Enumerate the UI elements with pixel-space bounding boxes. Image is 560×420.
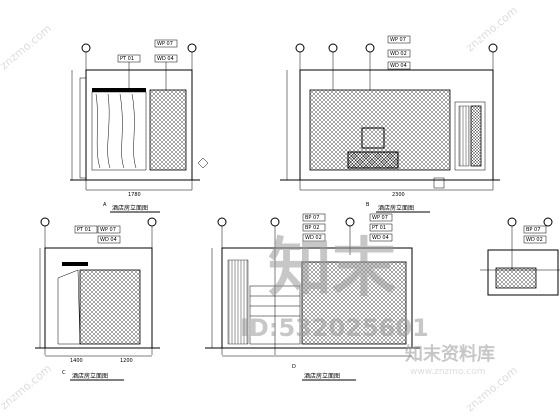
watermark-id: ID:532025601 bbox=[240, 314, 429, 342]
title-elevation-a: 酒店房立面图 bbox=[112, 204, 148, 212]
tag-wd02-e: WD 02 bbox=[526, 237, 543, 243]
elevation-d: BP 07 BP 02 WD 02 WP 07 PT 01 WD 04 D 酒店… bbox=[205, 213, 420, 381]
title-elevation-d: 酒店房立面图 bbox=[304, 372, 340, 380]
tag-wd04-a: WD 04 bbox=[157, 56, 174, 62]
title-elevation-c: 酒店房立面图 bbox=[72, 372, 108, 380]
watermark-layer: znzmo.com znzmo.com znzmo.com znzmo.com … bbox=[0, 4, 520, 414]
tag-bp07-d: BP 07 bbox=[305, 215, 319, 221]
tag-pt01-d: PT 01 bbox=[372, 225, 386, 231]
label-b-letter: B bbox=[366, 202, 370, 208]
tag-bp02-d: BP 02 bbox=[305, 225, 319, 231]
watermark-brand-url: www.znzmo.com bbox=[410, 367, 485, 377]
svg-text:1780: 1780 bbox=[128, 192, 141, 198]
title-elevation-b: 酒店房立面图 bbox=[378, 204, 414, 212]
svg-text:1400: 1400 bbox=[70, 358, 83, 364]
tag-pt01-c: PT 01 bbox=[77, 227, 91, 233]
elevation-b: WP 07 WD 02 WD 04 2300 酒店房立面图 B bbox=[280, 35, 500, 213]
tag-wd02-d: WD 02 bbox=[305, 235, 322, 241]
label-c-letter: C bbox=[62, 370, 66, 376]
tag-bp07-e: BP 07 bbox=[526, 227, 540, 233]
tag-wp07-c: WP 07 bbox=[100, 227, 116, 233]
tag-wd04-d: WD 04 bbox=[372, 235, 389, 241]
watermark-big-glyph: 知末 bbox=[268, 232, 396, 306]
tag-wd04-b: WD 04 bbox=[390, 63, 407, 69]
elevation-c: PT 01 WP 07 WD 04 1400 1200 C 酒店房立面图 bbox=[35, 217, 160, 381]
tag-wp07-b: WP 07 bbox=[390, 37, 406, 43]
watermark-brand-cn: 知末资料库 bbox=[405, 343, 495, 365]
watermark-bl: znzmo.com bbox=[0, 362, 54, 412]
svg-text:1200: 1200 bbox=[120, 358, 133, 364]
tag-pt01-a: PT 01 bbox=[120, 56, 134, 62]
watermark-tl: znzmo.com bbox=[0, 22, 54, 72]
label-a-letter: A bbox=[103, 202, 107, 208]
label-d-letter: D bbox=[292, 364, 296, 370]
svg-text:2300: 2300 bbox=[392, 192, 405, 198]
tag-wp07-a: WP 07 bbox=[157, 41, 173, 47]
elevation-e-partial: BP 07 WD 02 bbox=[480, 217, 560, 296]
tag-wd04-c: WD 04 bbox=[100, 237, 117, 243]
tag-wp07-d: WP 07 bbox=[372, 215, 388, 221]
tag-wd02-b: WD 02 bbox=[390, 51, 407, 57]
elevation-a: PT 01 WP 07 WD 04 1780 A 酒店房立面图 bbox=[70, 39, 209, 213]
watermark-tr: znzmo.com bbox=[464, 4, 520, 54]
